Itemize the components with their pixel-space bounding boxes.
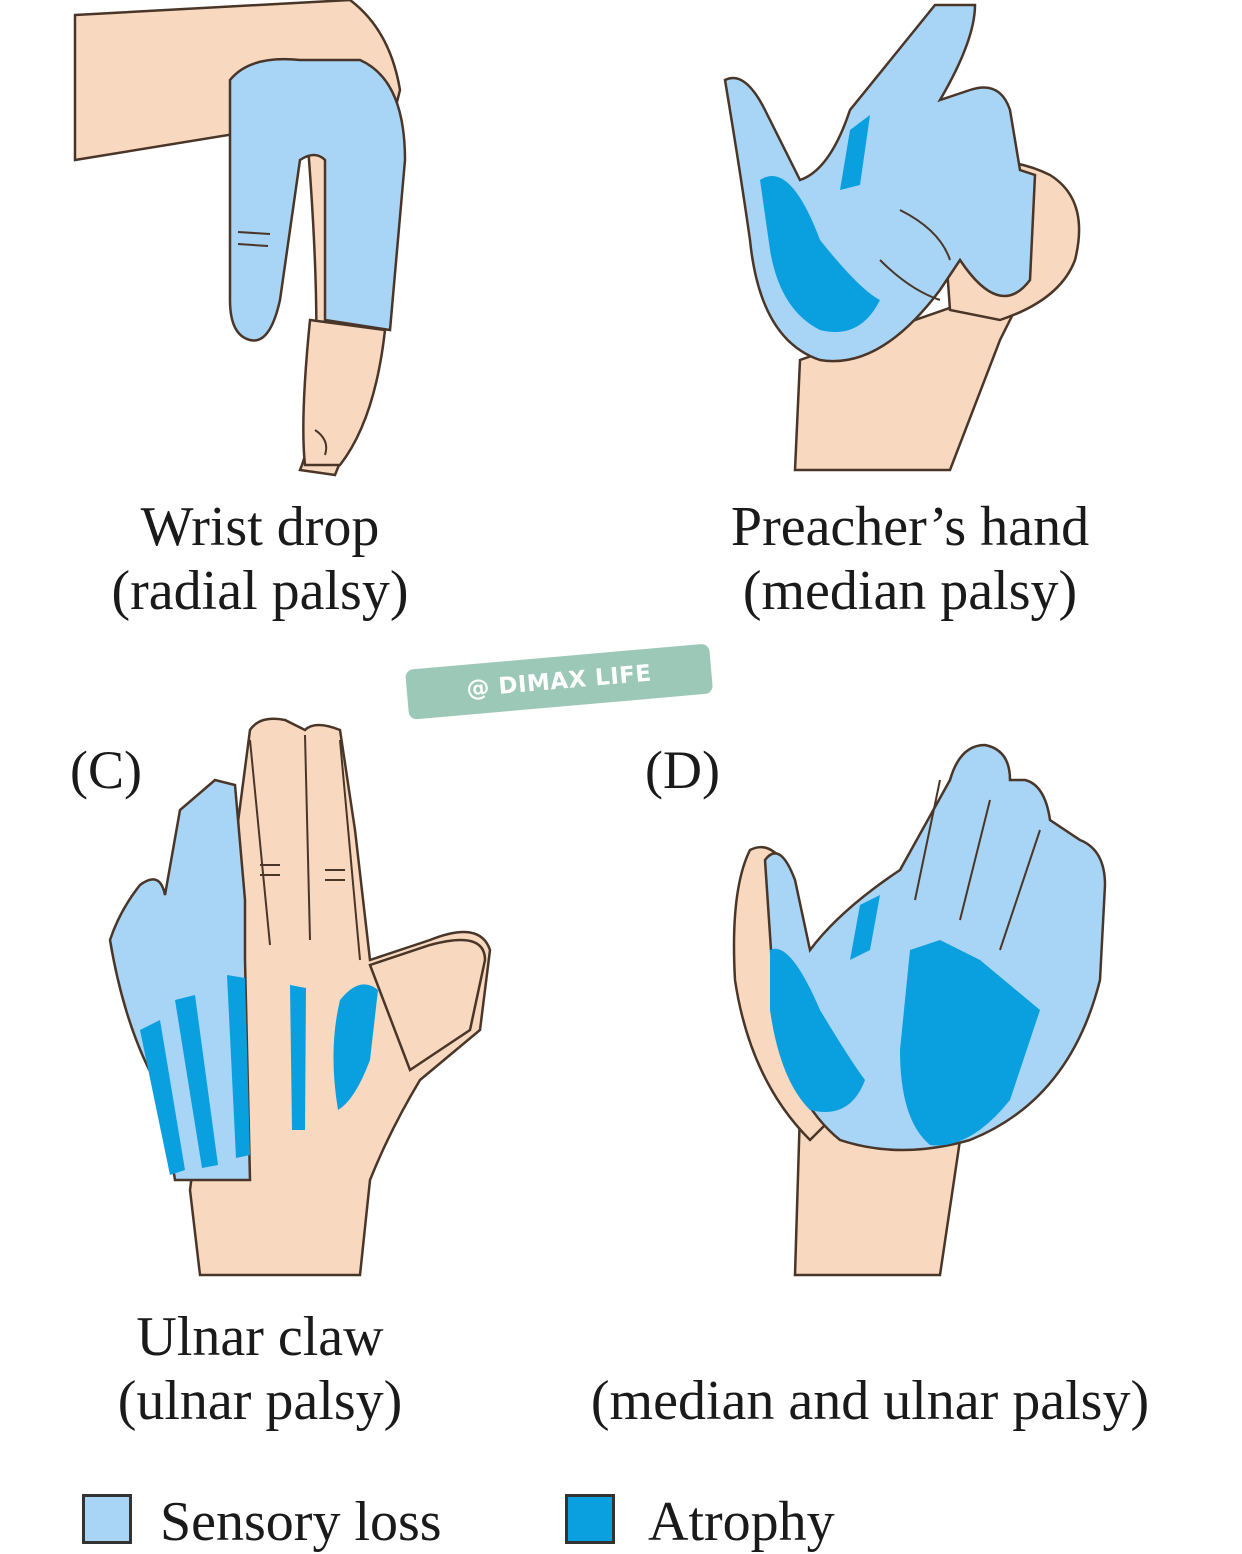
panel-label-d: (D) (645, 740, 720, 800)
legend-swatch-sensory-loss (82, 1494, 132, 1544)
atrophy-index (850, 895, 880, 960)
thumb (368, 938, 487, 1072)
panel-label-c: (C) (70, 740, 142, 800)
atrophy-interossei-3 (227, 975, 250, 1158)
atrophy-interossei-2 (175, 995, 218, 1168)
wrist-drop-illustration (73, 0, 407, 477)
caption-radial-palsy: (radial palsy) (111, 560, 409, 622)
preachers-hand-illustration (723, 3, 1081, 472)
median-ulnar-illustration (732, 743, 1107, 1277)
finger-tip (302, 318, 387, 467)
atrophy-hypothenar (900, 940, 1040, 1146)
ulnar-claw-illustration (108, 717, 492, 1277)
watermark-badge: @ DIMAX LIFE SCIENCES (405, 643, 714, 750)
caption-median-palsy: (median palsy) (742, 560, 1078, 622)
atrophy-interossei-1 (140, 1020, 185, 1175)
sensory-loss-ulnar (108, 778, 252, 1182)
caption-ulnar-claw: Ulnar claw (136, 1306, 384, 1368)
hand-back (188, 717, 492, 1277)
legend-label-sensory-loss: Sensory loss (160, 1491, 442, 1553)
sensory-loss-dorsum (228, 58, 407, 342)
atrophy-thenar (760, 176, 880, 332)
atrophy-first-web (333, 984, 378, 1110)
caption-preachers-hand: Preacher’s hand (730, 496, 1090, 558)
legend-label-atrophy: Atrophy (648, 1491, 835, 1553)
caption-median-and-ulnar-palsy: (median and ulnar palsy) (590, 1370, 1150, 1432)
atrophy-thenar (770, 948, 865, 1112)
atrophy-index (840, 115, 870, 190)
legend-swatch-atrophy (565, 1494, 615, 1544)
caption-ulnar-palsy: (ulnar palsy) (117, 1370, 403, 1432)
atrophy-interossei-4 (290, 985, 306, 1130)
caption-wrist-drop: Wrist drop (140, 496, 380, 558)
